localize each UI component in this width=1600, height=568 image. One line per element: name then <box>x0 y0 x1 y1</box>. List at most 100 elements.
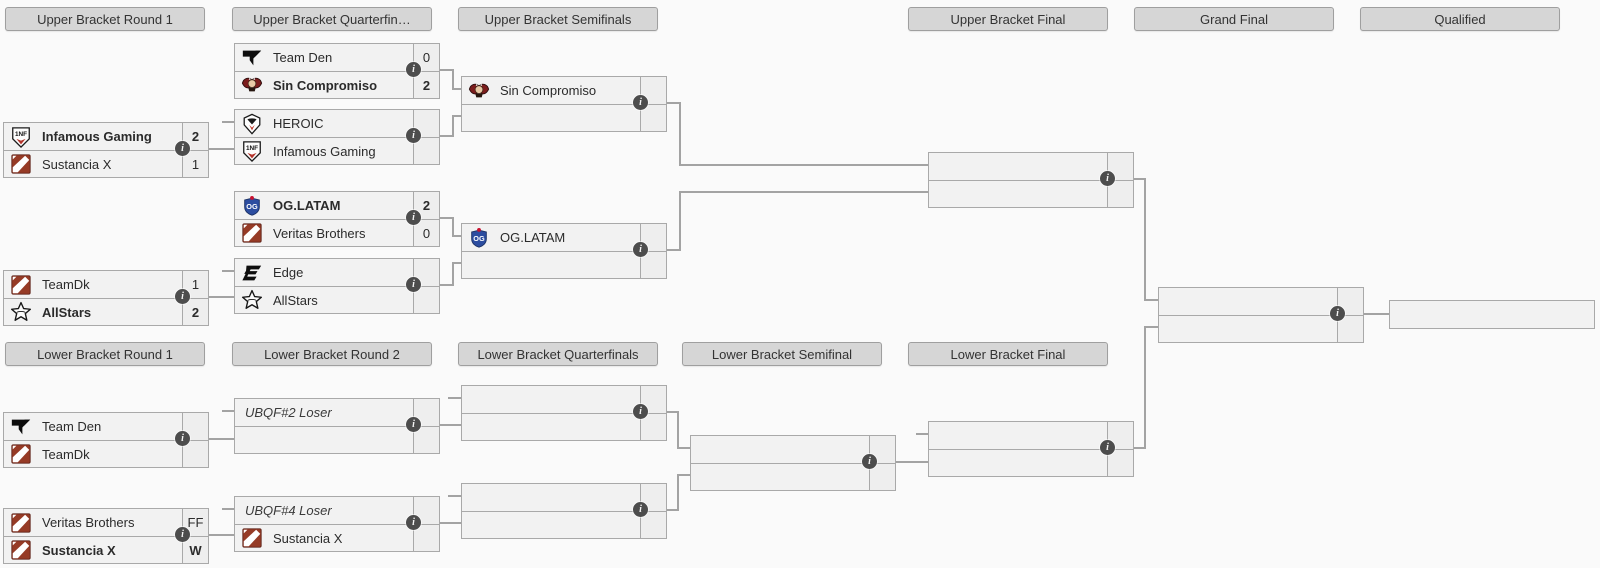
info-icon[interactable]: i <box>406 277 421 292</box>
team-slot-ubqf-4-loser[interactable]: UBQF#4 Loser <box>235 497 439 524</box>
score-cell <box>413 427 439 453</box>
allstars-logo[interactable] <box>240 288 264 312</box>
team-slot-empty <box>462 511 666 538</box>
infamous-logo[interactable]: 1NF <box>240 139 264 163</box>
team-name[interactable]: HEROIC <box>273 116 324 131</box>
sin-compromiso-logo[interactable] <box>467 79 491 103</box>
bracket-line <box>1144 326 1158 328</box>
info-icon[interactable]: i <box>1100 440 1115 455</box>
team-slot-sustancia-x[interactable]: Sustancia X <box>235 524 439 551</box>
dota-logo[interactable] <box>240 526 264 550</box>
team-slot-edge[interactable]: Edge <box>235 259 439 286</box>
info-icon[interactable]: i <box>633 502 648 517</box>
dota-logo[interactable] <box>9 442 33 466</box>
score-cell: W <box>182 537 208 563</box>
score-cell: 1 <box>182 151 208 177</box>
info-icon[interactable]: i <box>406 62 421 77</box>
dota-logo[interactable] <box>9 152 33 176</box>
team-name[interactable]: Infamous Gaming <box>42 129 152 144</box>
team-name[interactable]: UBQF#2 Loser <box>245 405 332 420</box>
team-name[interactable]: Sin Compromiso <box>273 77 378 93</box>
heroic-logo[interactable] <box>240 112 264 136</box>
team-slot-ubqf-2-loser[interactable]: UBQF#2 Loser <box>235 399 439 426</box>
bracket-line <box>667 411 679 413</box>
team-name[interactable]: Sin Compromiso <box>500 83 597 98</box>
bracket-line <box>452 262 461 264</box>
team-slot-teamdk[interactable]: TeamDk <box>4 440 208 467</box>
team-name[interactable]: UBQF#4 Loser <box>245 503 332 518</box>
bracket-line <box>452 115 454 137</box>
dota-logo[interactable] <box>9 538 33 562</box>
team-name[interactable]: AllStars <box>273 292 318 308</box>
bracket-line <box>1144 299 1158 301</box>
dota-logo[interactable] <box>9 511 33 535</box>
og-logo[interactable]: OG <box>467 226 491 250</box>
team-name[interactable]: Edge <box>273 265 304 280</box>
team-name[interactable]: Sustancia X <box>42 542 116 558</box>
team-den-logo[interactable] <box>9 415 33 439</box>
team-name[interactable]: Veritas Brothers <box>273 225 366 241</box>
bracket-line <box>677 474 679 511</box>
team-slot-sin-compromiso[interactable]: Sin Compromiso <box>462 77 666 104</box>
info-icon[interactable]: i <box>862 454 877 469</box>
info-icon[interactable]: i <box>1100 171 1115 186</box>
team-slot-og-latam[interactable]: OG OG.LATAM <box>462 224 666 251</box>
bracket-line <box>916 433 928 435</box>
sin-compromiso-logo[interactable] <box>240 73 264 97</box>
team-name[interactable]: TeamDk <box>42 277 90 292</box>
team-name[interactable]: TeamDk <box>42 446 90 462</box>
team-slot-allstars[interactable]: AllStars <box>235 286 439 313</box>
allstars-logo[interactable] <box>9 300 33 324</box>
team-name[interactable]: Team Den <box>42 419 102 434</box>
score-cell <box>640 414 666 440</box>
info-icon[interactable]: i <box>175 141 190 156</box>
team-name[interactable]: OG.LATAM <box>500 230 566 245</box>
bracket-line <box>452 69 454 90</box>
bracket-line <box>679 102 681 166</box>
info-icon[interactable]: i <box>406 128 421 143</box>
team-name[interactable]: OG.LATAM <box>273 198 341 213</box>
column-header-lower-bracket-semifinal: Lower Bracket Semifinal <box>682 342 882 366</box>
dota-logo[interactable] <box>240 221 264 245</box>
edge-logo[interactable] <box>240 261 264 285</box>
infamous-logo[interactable]: 1NF <box>9 125 33 149</box>
og-logo[interactable]: OG <box>240 194 264 218</box>
info-icon[interactable]: i <box>406 210 421 225</box>
team-slot-infamous-gaming[interactable]: 1NF Infamous Gaming <box>235 137 439 164</box>
team-name[interactable]: Team Den <box>273 50 333 65</box>
team-slot-sustancia-x[interactable]: Sustancia X 1 <box>4 150 208 177</box>
info-icon[interactable]: i <box>175 289 190 304</box>
info-icon[interactable]: i <box>406 417 421 432</box>
dota-logo[interactable] <box>9 273 33 297</box>
bracket-line <box>209 148 234 150</box>
match-ubsf1: Sin Compromiso <box>461 76 667 132</box>
team-slot-sustancia-x[interactable]: Sustancia X W <box>4 536 208 563</box>
team-name[interactable]: Veritas Brothers <box>42 515 135 530</box>
team-name[interactable]: Sustancia X <box>273 530 343 546</box>
info-icon[interactable]: i <box>633 404 648 419</box>
score-cell <box>1107 450 1133 476</box>
bracket-line <box>1364 313 1389 315</box>
info-icon[interactable]: i <box>175 527 190 542</box>
info-icon[interactable]: i <box>633 95 648 110</box>
bracket-line <box>452 217 454 237</box>
team-name[interactable]: Sustancia X <box>42 156 112 172</box>
team-den-logo[interactable] <box>240 46 264 70</box>
info-icon[interactable]: i <box>633 242 648 257</box>
info-icon[interactable]: i <box>406 515 421 530</box>
column-header-lower-bracket-final: Lower Bracket Final <box>908 342 1108 366</box>
info-icon[interactable]: i <box>175 431 190 446</box>
team-name[interactable]: AllStars <box>42 304 92 320</box>
bracket-line <box>667 509 679 511</box>
info-icon[interactable]: i <box>1330 306 1345 321</box>
team-name[interactable]: Infamous Gaming <box>273 143 376 159</box>
